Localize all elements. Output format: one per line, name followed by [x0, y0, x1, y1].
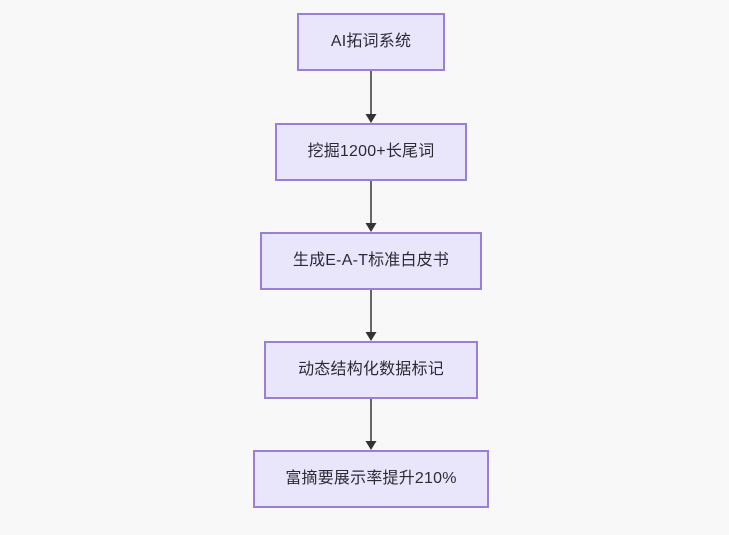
flow-node-label: 挖掘1200+长尾词 — [307, 143, 435, 161]
flow-connector-1 — [365, 71, 377, 123]
flow-node-mine-longtail-keywords[interactable]: 挖掘1200+长尾词 — [275, 123, 467, 181]
flow-node-label: 富摘要展示率提升210% — [285, 470, 457, 488]
flow-node-ai-keyword-system[interactable]: AI拓词系统 — [297, 13, 445, 71]
flow-node-generate-eat-whitepaper[interactable]: 生成E-A-T标准白皮书 — [260, 232, 482, 290]
flow-node-dynamic-structured-data-markup[interactable]: 动态结构化数据标记 — [264, 341, 478, 399]
flow-node-label: AI拓词系统 — [330, 33, 412, 51]
flow-node-label: 生成E-A-T标准白皮书 — [292, 252, 450, 270]
flow-connector-4 — [365, 399, 377, 450]
flow-connector-3 — [365, 290, 377, 341]
flow-node-rich-snippet-rate-increase[interactable]: 富摘要展示率提升210% — [253, 450, 489, 508]
flow-node-label: 动态结构化数据标记 — [298, 361, 444, 379]
flow-connector-2 — [365, 181, 377, 232]
